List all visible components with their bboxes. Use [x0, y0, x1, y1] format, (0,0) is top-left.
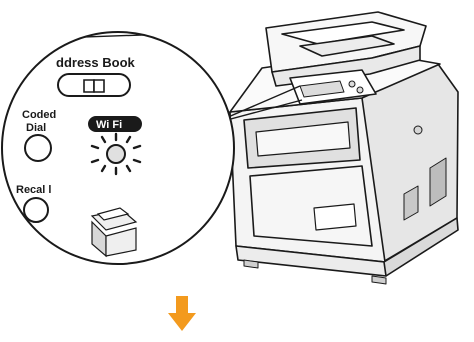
book-icon — [84, 80, 104, 92]
printer — [230, 12, 458, 284]
wifi-badge-text: Wi Fi — [96, 119, 122, 131]
coded-dial-button[interactable] — [25, 135, 51, 161]
recall-label: Recal l — [16, 184, 51, 196]
coded-dial-label-line1: Coded — [22, 109, 56, 121]
address-book-label: ddress Book — [56, 55, 136, 70]
arrow-down-icon — [168, 296, 196, 331]
coded-dial-label-line2: Dial — [26, 122, 46, 134]
recall-button[interactable] — [24, 198, 48, 222]
